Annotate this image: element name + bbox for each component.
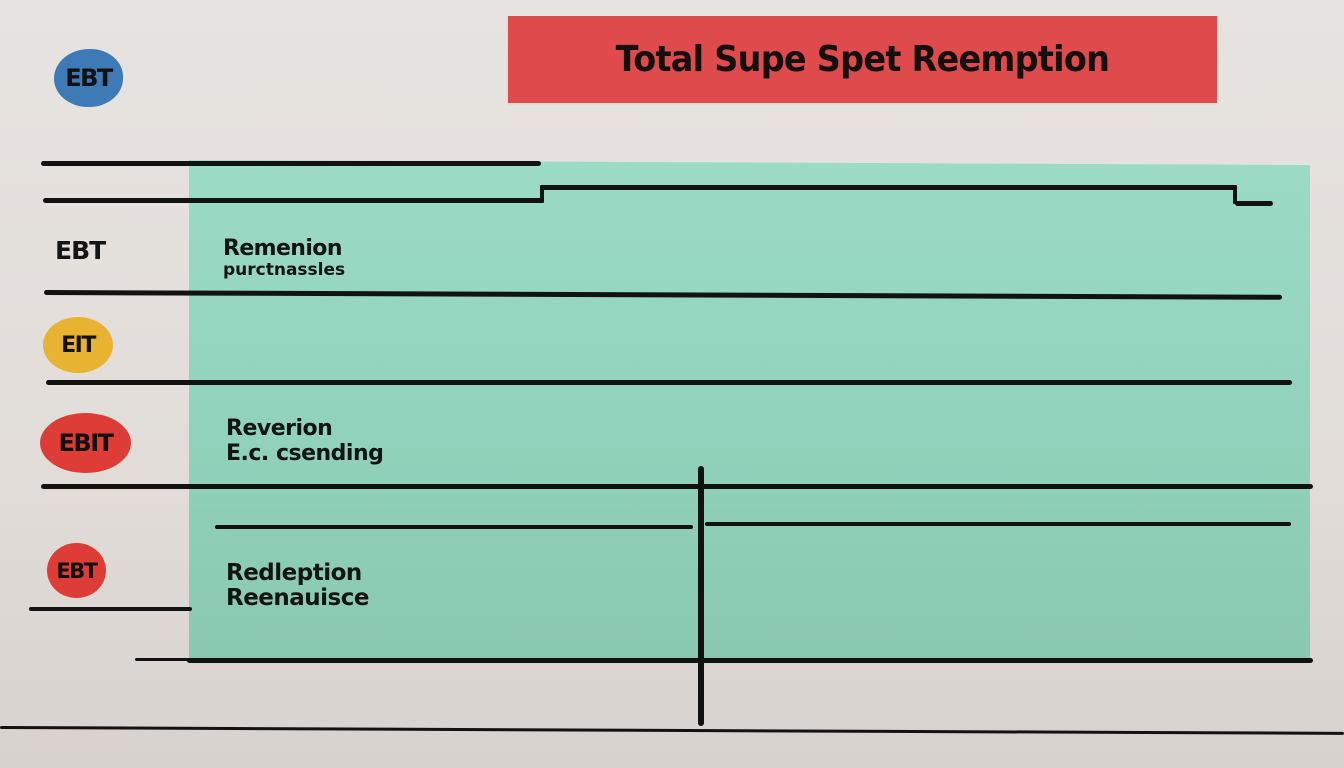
top-rule-line <box>41 161 541 166</box>
step-rule-top <box>540 185 1237 190</box>
badge-label: EBIT <box>58 429 115 457</box>
step-rule-drop <box>1233 185 1237 204</box>
base-line <box>0 726 1344 735</box>
row-divider-3 <box>41 484 1313 489</box>
badge-underline <box>29 607 192 611</box>
row-divider-2 <box>46 380 1292 385</box>
row-divider-4-left <box>215 525 693 529</box>
badge-label: EBT <box>56 558 98 583</box>
step-rule-riser <box>540 185 544 203</box>
cell-label-2-line2: E.c. csending <box>226 441 384 466</box>
step-rule-left <box>43 198 544 203</box>
cell-label-1: Remenion purctnassles <box>223 238 345 279</box>
panel-bottom-line <box>187 658 1313 663</box>
cell-label-1-line2: purctnassles <box>223 260 346 280</box>
cell-label-3: Redleption Reenauisce <box>226 562 369 610</box>
row-label-ebt: EBT <box>55 236 106 265</box>
cell-label-3-line2: Reenauisce <box>226 585 369 611</box>
badge-label: EBT <box>65 64 113 92</box>
vertical-divider <box>698 466 704 726</box>
step-rule-tail <box>1235 201 1273 206</box>
eit-badge-yellow: EIT <box>43 317 113 373</box>
badge-label: EIT <box>61 332 96 358</box>
ebit-badge-red: EBIT <box>40 413 131 473</box>
cell-label-2-line1: Reverion <box>226 416 333 441</box>
green-panel <box>189 160 1310 660</box>
panel-bottom-line-stub <box>135 658 190 661</box>
ebt-badge-red: EBT <box>47 543 106 598</box>
title-banner: Total Supe Spet Reemption <box>508 16 1217 103</box>
cell-label-2: Reverion E.c. csending <box>226 416 384 466</box>
cell-label-3-line1: Redleption <box>226 560 362 586</box>
cell-label-1-line1: Remenion <box>223 236 342 261</box>
row-divider-4-right <box>705 522 1291 526</box>
title-text: Total Supe Spet Reemption <box>615 39 1110 80</box>
ebt-badge-blue: EBT <box>54 49 123 107</box>
